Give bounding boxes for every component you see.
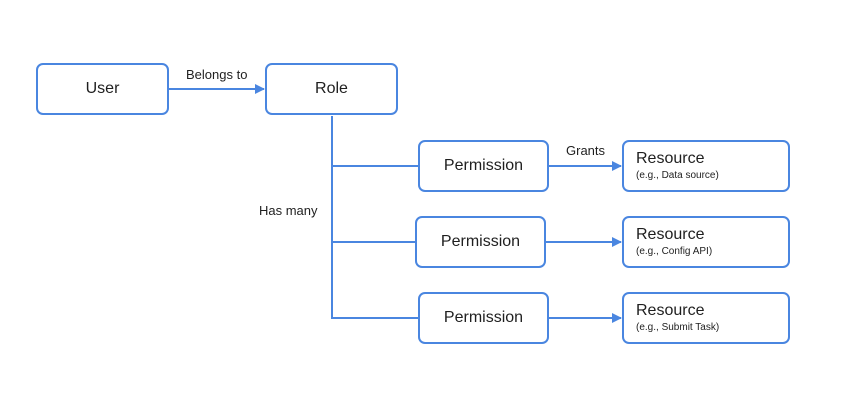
user-node-label: User: [85, 80, 120, 97]
permission-node-label: Permission: [440, 233, 521, 250]
resource-node-1: Resource (e.g., Data source): [622, 140, 790, 192]
resource-title: Resource: [636, 226, 705, 243]
has-many-label: Has many: [259, 203, 318, 218]
resource-title: Resource: [636, 302, 705, 319]
resource-example: (e.g., Data source): [636, 170, 719, 181]
permission-node-label: Permission: [443, 157, 524, 174]
permission-node-label: Permission: [443, 309, 524, 326]
permission-node-1: Permission: [418, 140, 549, 192]
resource-node-2: Resource (e.g., Config API): [622, 216, 790, 268]
permission-node-2: Permission: [415, 216, 546, 268]
grants-label: Grants: [566, 143, 606, 158]
belongs-to-label: Belongs to: [186, 67, 248, 82]
role-node: Role: [265, 63, 398, 115]
resource-node-3: Resource (e.g., Submit Task): [622, 292, 790, 344]
resource-example: (e.g., Config API): [636, 246, 713, 257]
resource-example: (e.g., Submit Task): [636, 322, 720, 333]
permission-node-3: Permission: [418, 292, 549, 344]
user-node: User: [36, 63, 169, 115]
role-node-label: Role: [315, 80, 348, 97]
resource-title: Resource: [636, 150, 705, 167]
